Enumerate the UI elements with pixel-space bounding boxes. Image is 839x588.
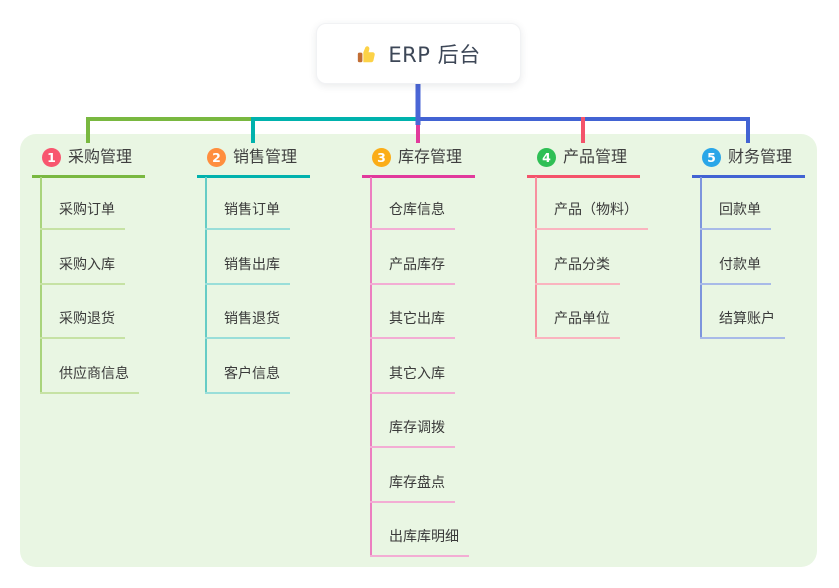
child-node[interactable]: 付款单 [700,256,771,285]
branch-spine-line [205,177,207,394]
branch-spine-line [535,177,537,339]
branch-number-badge: 5 [702,147,721,167]
child-node[interactable]: 销售出库 [205,256,290,285]
branch-title-3[interactable]: 3 库存管理 [362,146,475,178]
branch-title-label: 库存管理 [398,147,463,166]
child-node[interactable]: 销售退货 [205,310,290,339]
child-node[interactable]: 出库库明细 [370,528,469,557]
branch-title-5[interactable]: 5 财务管理 [692,146,805,178]
thumbs-up-icon [356,43,378,65]
branch-title-label: 销售管理 [233,147,298,166]
branch-number-badge: 2 [207,147,226,167]
child-node[interactable]: 其它出库 [370,310,455,339]
root-node[interactable]: ERP 后台 [316,23,521,84]
branch-spine-line [700,177,702,339]
branch-number-badge: 3 [372,147,391,167]
child-node[interactable]: 产品分类 [535,256,620,285]
child-node[interactable]: 采购订单 [40,201,125,230]
branch-title-1[interactable]: 1 采购管理 [32,146,145,178]
child-node[interactable]: 回款单 [700,201,771,230]
child-node[interactable]: 其它入库 [370,365,455,394]
branch-spine-line [370,177,372,557]
branch-title-label: 财务管理 [728,147,793,166]
branch-title-label: 采购管理 [68,147,133,166]
branch-number-badge: 4 [537,147,556,167]
child-node[interactable]: 库存调拨 [370,419,455,448]
child-node[interactable]: 产品（物料） [535,201,648,230]
branch-number-badge: 1 [42,147,61,167]
branch-title-4[interactable]: 4 产品管理 [527,146,640,178]
child-node[interactable]: 销售订单 [205,201,290,230]
child-node[interactable]: 产品单位 [535,310,620,339]
branches-panel [20,134,817,567]
branch-spine-line [40,177,42,394]
root-label: ERP 后台 [388,42,481,67]
child-node[interactable]: 库存盘点 [370,474,455,503]
child-node[interactable]: 产品库存 [370,256,455,285]
branch-title-label: 产品管理 [563,147,628,166]
child-node[interactable]: 结算账户 [700,310,785,339]
child-node[interactable]: 供应商信息 [40,365,139,394]
child-node[interactable]: 客户信息 [205,365,290,394]
branch-title-2[interactable]: 2 销售管理 [197,146,310,178]
child-node[interactable]: 采购退货 [40,310,125,339]
child-node[interactable]: 采购入库 [40,256,125,285]
child-node[interactable]: 仓库信息 [370,201,455,230]
